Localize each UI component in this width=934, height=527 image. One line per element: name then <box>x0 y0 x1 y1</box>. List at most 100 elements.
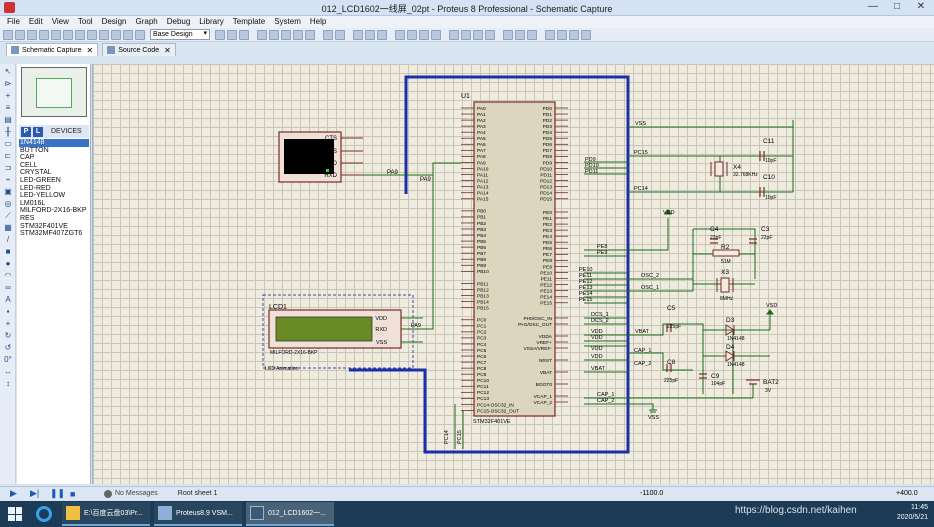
wire-autoroute-icon[interactable] <box>503 29 513 40</box>
menu-design[interactable]: Design <box>101 17 127 26</box>
menu-system[interactable]: System <box>274 17 301 26</box>
3d-icon[interactable] <box>87 29 97 40</box>
packaging-icon[interactable] <box>473 29 483 40</box>
property-assign-icon[interactable] <box>527 29 537 40</box>
close-button[interactable]: ✕ <box>916 1 926 12</box>
circle-tool-icon[interactable]: ● <box>5 259 11 268</box>
list-item[interactable]: RES <box>20 214 35 222</box>
menu-tool[interactable]: Tool <box>77 17 93 26</box>
zoom-area-icon[interactable] <box>305 29 315 40</box>
design-select[interactable]: Base Design <box>150 29 210 40</box>
pan-icon[interactable] <box>257 29 267 40</box>
list-item[interactable]: LED-YELLOW <box>20 192 66 200</box>
menu-debug[interactable]: Debug <box>166 17 191 26</box>
block-delete-icon[interactable] <box>431 29 441 40</box>
mirror-y-icon[interactable]: ↕ <box>6 379 10 388</box>
component-mode-icon[interactable]: ⊳ <box>4 79 12 88</box>
taskbar-item-explorer[interactable]: E:\百度云盘03\Pr... <box>62 502 150 526</box>
undo-icon[interactable] <box>323 29 333 40</box>
list-item[interactable]: LED-GREEN <box>20 176 61 184</box>
open-file-icon[interactable] <box>15 29 25 40</box>
new-file-icon[interactable] <box>3 29 13 40</box>
virtual-terminal[interactable]: CTS RTS TXD RXD <box>278 131 363 183</box>
tape-recorder-icon[interactable]: ▣ <box>4 187 12 196</box>
remove-sheet-icon[interactable] <box>557 29 567 40</box>
menu-view[interactable]: View <box>51 17 69 26</box>
cut-icon[interactable] <box>353 29 363 40</box>
make-device-icon[interactable] <box>461 29 471 40</box>
mirror-x-icon[interactable]: ↔ <box>4 367 12 376</box>
bus-mode-icon[interactable]: ╫ <box>5 127 11 136</box>
tab-source-code[interactable]: Source Code ✕ <box>102 43 176 56</box>
schematic-canvas[interactable]: CTS RTS TXD RXD PA9 PA9 U1 STM32F401VE P… <box>92 64 934 484</box>
play-icon[interactable]: ▶ <box>10 488 17 498</box>
symbol-tool-icon[interactable]: ▪ <box>6 307 10 316</box>
list-item[interactable]: BUTTON <box>20 146 49 154</box>
probe-mode-icon[interactable]: ⟋ <box>5 211 11 220</box>
bom-icon[interactable] <box>111 29 121 40</box>
text-script-mode-icon[interactable]: ▤ <box>4 115 12 124</box>
box-tool-icon[interactable]: ■ <box>5 247 11 256</box>
start-button[interactable] <box>0 501 30 527</box>
save-icon[interactable] <box>27 29 37 40</box>
library-manager-button[interactable]: L <box>33 126 43 137</box>
zoom-all-icon[interactable] <box>293 29 303 40</box>
wire-label-mode-icon[interactable]: ≡ <box>5 103 11 112</box>
minimize-button[interactable]: — <box>868 1 878 12</box>
lcd-module[interactable]: LCD1 VDD RXD VSS MILFORD-2X16-BKP LCD An… <box>262 294 414 372</box>
message-status[interactable]: No Messages <box>104 489 158 498</box>
rotate-cw-icon[interactable]: ↻ <box>4 331 12 340</box>
menu-edit[interactable]: Edit <box>28 17 43 26</box>
search-tag-icon[interactable] <box>515 29 525 40</box>
close-project-icon[interactable] <box>39 29 49 40</box>
menu-graph[interactable]: Graph <box>135 17 158 26</box>
arc-tool-icon[interactable]: ◠ <box>4 271 12 280</box>
paste-icon[interactable] <box>377 29 387 40</box>
line-tool-icon[interactable]: / <box>6 235 10 244</box>
taskbar-item-proteus-vsm[interactable]: Proteus8.9 VSM... <box>154 502 242 526</box>
close-icon[interactable]: ✕ <box>164 45 171 55</box>
help-icon[interactable] <box>135 29 145 40</box>
subcircuit-mode-icon[interactable]: ▭ <box>4 139 12 148</box>
stop-icon[interactable]: ■ <box>70 488 76 499</box>
stm32-chip-u1[interactable]: U1 STM32F401VE <box>461 93 556 425</box>
maximize-button[interactable]: □ <box>893 1 901 12</box>
selection-mode-icon[interactable]: ↖ <box>4 67 12 76</box>
menu-help[interactable]: Help <box>309 17 327 26</box>
step-icon[interactable]: ▶| <box>30 488 40 498</box>
block-move-icon[interactable] <box>407 29 417 40</box>
instrument-mode-icon[interactable]: ▦ <box>4 223 12 232</box>
list-item[interactable]: LM016L <box>20 199 46 207</box>
device-pins-mode-icon[interactable]: ⊐ <box>4 163 12 172</box>
zoom-out-icon[interactable] <box>281 29 291 40</box>
pick-device-icon[interactable] <box>449 29 459 40</box>
text-tool-icon[interactable]: A <box>5 295 11 304</box>
list-item[interactable]: MILFORD-2X16-BKP <box>20 207 87 215</box>
refresh-icon[interactable] <box>215 29 225 40</box>
menu-template[interactable]: Template <box>232 17 266 26</box>
list-item[interactable]: STM32MF407ZGT6 <box>20 230 83 238</box>
generator-mode-icon[interactable]: ◎ <box>4 199 12 208</box>
copy-icon[interactable] <box>365 29 375 40</box>
redo-icon[interactable] <box>335 29 345 40</box>
pause-icon[interactable]: ❚❚ <box>50 488 66 498</box>
menu-file[interactable]: File <box>7 17 20 26</box>
list-item[interactable]: CRYSTAL <box>20 169 52 177</box>
list-item[interactable]: STM32F401VE <box>20 222 68 230</box>
marker-tool-icon[interactable]: + <box>5 319 11 328</box>
block-rotate-icon[interactable] <box>419 29 429 40</box>
overview-window[interactable] <box>21 67 87 117</box>
list-item[interactable]: CAP <box>20 154 35 162</box>
graph-mode-icon[interactable]: ⌁ <box>5 175 11 184</box>
decompose-icon[interactable] <box>485 29 495 40</box>
new-sheet-icon[interactable] <box>545 29 555 40</box>
gerber-icon[interactable] <box>99 29 109 40</box>
junction-mode-icon[interactable]: + <box>5 91 11 100</box>
terminals-mode-icon[interactable]: ⊏ <box>4 151 12 160</box>
schematic-icon[interactable] <box>63 29 73 40</box>
grid-icon[interactable] <box>227 29 237 40</box>
list-item[interactable]: LED-RED <box>20 184 51 192</box>
path-tool-icon[interactable]: ∞ <box>5 283 11 292</box>
taskbar-item-schematic[interactable]: 012_LCD1602一... <box>246 502 334 526</box>
list-item[interactable]: 1N4148 <box>19 139 89 147</box>
